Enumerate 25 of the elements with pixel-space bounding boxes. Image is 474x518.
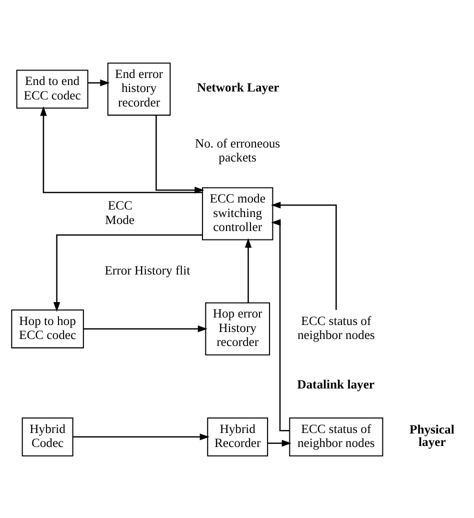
arrow	[53, 234, 202, 312]
node-box: Hybrid Codec	[22, 416, 74, 456]
node-box: End error history recorder	[107, 62, 171, 116]
node-text: ECC status of neighbor nodes	[297, 313, 375, 342]
arrow	[40, 106, 202, 193]
label: Physical layer	[409, 422, 454, 449]
arrow	[72, 433, 210, 440]
arrow	[156, 114, 204, 193]
label: ECC Mode	[105, 198, 135, 226]
label: Network Layer	[196, 80, 280, 94]
arrow	[268, 439, 292, 446]
node-box: ECC status of neighbor nodes	[289, 416, 384, 456]
arrow	[270, 201, 337, 310]
arrow	[84, 325, 208, 332]
node-box: Hop to hop ECC codec	[11, 308, 84, 348]
node-box: Hop error History recorder	[205, 302, 270, 355]
node-box: End to end ECC codec	[16, 69, 88, 108]
node-box: ECC mode switching controller	[202, 186, 274, 240]
label: Datalink layer	[297, 377, 375, 392]
arrow	[88, 79, 110, 86]
arrow	[244, 238, 252, 302]
label: No. of erroneous packets	[195, 136, 280, 164]
arrow	[271, 218, 290, 431]
node-box: Hybrid Recorder	[207, 416, 268, 456]
label: Error History flit	[104, 262, 190, 277]
